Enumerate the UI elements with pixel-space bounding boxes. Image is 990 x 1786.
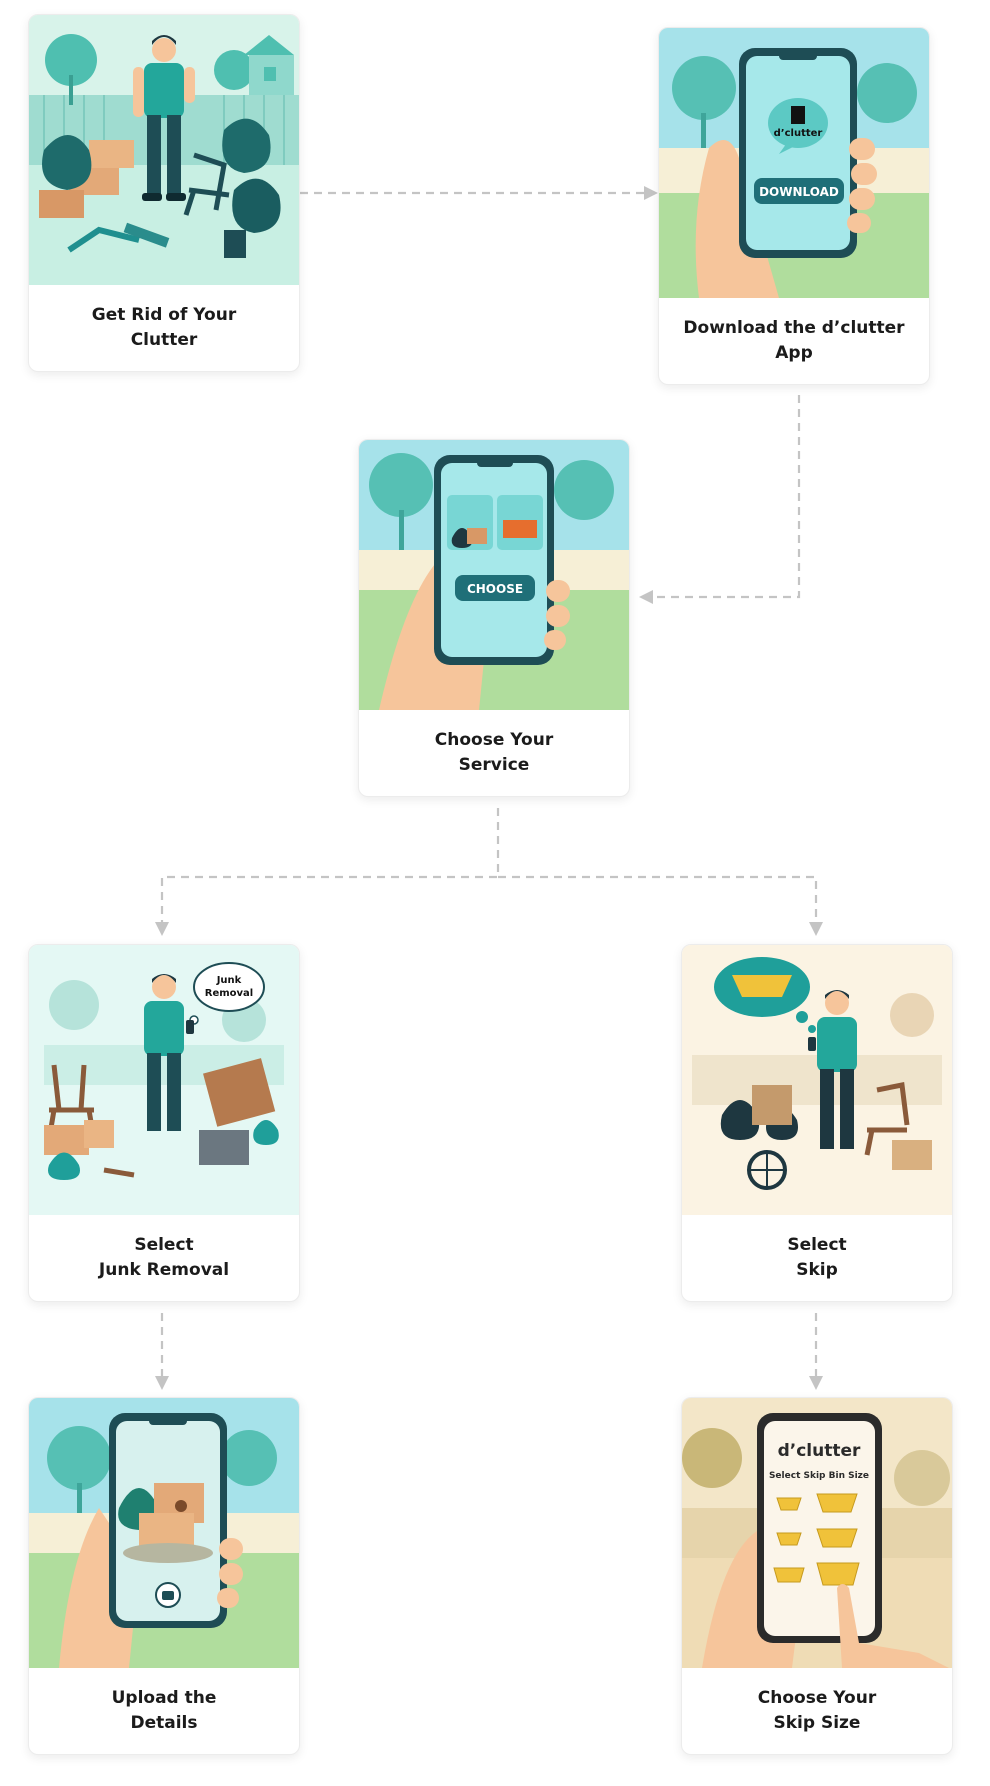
step-label-text: Upload the Details — [111, 1688, 217, 1733]
step-label-text: Select Skip — [787, 1235, 847, 1280]
step-card-get-rid: Get Rid of Your Clutter — [28, 14, 300, 372]
step-label-text: Get Rid of Your Clutter — [91, 305, 237, 350]
arrowhead-2-3 — [639, 590, 653, 604]
download-button-text: DOWNLOAD — [759, 185, 839, 199]
trash-bag-icon — [42, 135, 92, 190]
connector-2-3 — [652, 395, 801, 599]
trash-bag-icon — [720, 1100, 760, 1140]
download-button-graphic — [754, 178, 844, 204]
bubble-text-line1: Junk — [216, 975, 242, 986]
step-label-text: Choose Your Service — [434, 730, 554, 775]
step-card-skip: Select Skip — [681, 944, 953, 1302]
phone-title-text: Select Skip Bin Size — [769, 1471, 869, 1481]
chair-icon — [864, 1082, 910, 1156]
step-card-skip-size: d’clutter Select Skip Bin Size Choose Yo… — [681, 1397, 953, 1755]
arrowhead-3-5 — [809, 922, 823, 936]
step-label: Download the d’clutter App — [659, 298, 929, 384]
thought-bubble — [193, 962, 265, 1012]
junk-removal-illustration: Junk Removal — [29, 945, 299, 1215]
step-label-text: Download the d’clutter App — [683, 318, 905, 363]
phone-brand-text: d’clutter — [778, 1441, 861, 1461]
arrowhead-4-6 — [155, 1376, 169, 1390]
step-card-upload: Upload the Details — [28, 1397, 300, 1755]
connector-3-4 — [160, 808, 500, 926]
phone-icon — [808, 1037, 816, 1051]
step-label: Get Rid of Your Clutter — [29, 285, 299, 371]
choose-button-graphic — [455, 575, 535, 601]
skip-illustration — [682, 945, 952, 1215]
choose-service-illustration: CHOOSE — [359, 440, 629, 710]
tree-icon — [45, 34, 97, 86]
step-label: Select Junk Removal — [29, 1215, 299, 1301]
skip-bin-icon — [732, 975, 792, 997]
chair-icon — [183, 152, 230, 216]
step-card-download: d’clutter DOWNLOAD Download the d’clutte… — [658, 27, 930, 385]
step-label: Choose Your Service — [359, 710, 629, 796]
download-app-illustration: d’clutter DOWNLOAD — [659, 28, 929, 298]
phone-brand-text: d’clutter — [774, 128, 823, 139]
upload-details-illustration — [29, 1398, 299, 1668]
skip-size-options — [773, 1493, 860, 1586]
arrowhead-3-4 — [155, 922, 169, 936]
step-label-text: Select Junk Removal — [98, 1235, 230, 1280]
step-label: Upload the Details — [29, 1668, 299, 1754]
step-card-junk-removal: Junk Removal Select Junk Removal — [28, 944, 300, 1302]
pointing-hand-icon — [837, 1584, 949, 1668]
arrowhead-5-7 — [809, 1376, 823, 1390]
arrowhead-1-2 — [644, 186, 658, 200]
clutter-illustration — [29, 15, 299, 285]
bubble-text-line2: Removal — [205, 988, 253, 999]
choose-button-text: CHOOSE — [467, 582, 523, 596]
step-label: Select Skip — [682, 1215, 952, 1301]
skip-size-illustration: d’clutter Select Skip Bin Size — [682, 1398, 952, 1668]
house-roof-icon — [244, 35, 294, 55]
step-label-text: Choose Your Skip Size — [757, 1688, 877, 1733]
connector-3-5 — [498, 875, 818, 926]
step-card-choose-service: CHOOSE Choose Your Service — [358, 439, 630, 797]
cabinet-icon — [203, 1058, 276, 1127]
phone-icon — [186, 1020, 194, 1034]
person-head-icon — [152, 38, 176, 62]
hand-icon — [695, 140, 779, 298]
step-label: Choose Your Skip Size — [682, 1668, 952, 1754]
